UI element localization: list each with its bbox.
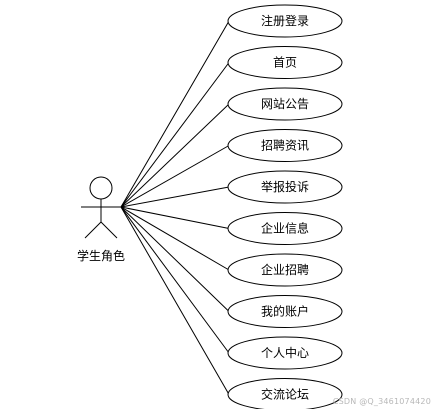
use-case-ellipse[interactable] [227, 87, 343, 121]
use-case-uc-company-recruit[interactable]: 企业招聘 [227, 253, 343, 287]
use-case-label: 网站公告 [261, 97, 309, 111]
actor-right-leg [100, 221, 118, 239]
association-line-uc-job-info [120, 145, 230, 208]
use-case-ellipse[interactable] [227, 336, 343, 370]
use-case-ellipse[interactable] [227, 46, 343, 79]
use-case-label: 注册登录 [261, 13, 309, 28]
use-case-ellipse[interactable] [227, 378, 343, 409]
actor-left-leg [84, 221, 102, 239]
association-line-uc-personal-center [120, 206, 230, 354]
use-case-label: 首页 [273, 56, 297, 70]
association-lines [120, 20, 230, 395]
use-case-uc-home[interactable]: 首页 [227, 46, 343, 79]
watermark: CSDN @Q_3461074420 [332, 397, 431, 406]
use-case-label: 举报投诉 [261, 179, 309, 194]
use-case-ellipse[interactable] [227, 253, 343, 287]
association-line-uc-company-info [120, 206, 230, 229]
use-case-uc-my-account[interactable]: 我的账户 [227, 295, 343, 328]
use-case-ellipse[interactable] [227, 295, 343, 328]
association-line-uc-forum [120, 206, 230, 395]
use-case-uc-personal-center[interactable]: 个人中心 [227, 336, 343, 370]
use-case-ellipse[interactable] [227, 170, 343, 204]
association-line-uc-my-account [120, 206, 230, 312]
use-case-uc-forum[interactable]: 交流论坛 [227, 378, 343, 409]
association-line-uc-home [120, 62, 230, 208]
use-case-ellipse[interactable] [227, 4, 343, 38]
use-case-label: 企业信息 [261, 221, 309, 236]
association-line-uc-report-complaint [120, 186, 230, 208]
use-case-uc-job-info[interactable]: 招聘资讯 [227, 129, 343, 162]
use-case-label: 我的账户 [261, 304, 309, 319]
association-line-uc-company-recruit [120, 206, 230, 271]
actor-head [89, 176, 113, 200]
use-case-ellipse[interactable] [227, 212, 343, 245]
use-case-label: 交流论坛 [261, 387, 309, 402]
association-line-uc-register-login [120, 20, 230, 208]
use-case-uc-announcements[interactable]: 网站公告 [227, 87, 343, 121]
association-line-uc-announcements [120, 103, 230, 208]
use-case-label: 个人中心 [261, 345, 309, 360]
actor-label: 学生角色 [77, 248, 125, 263]
use-case-label: 招聘资讯 [261, 139, 309, 153]
use-case-uc-register-login[interactable]: 注册登录 [227, 4, 343, 38]
use-case-uc-report-complaint[interactable]: 举报投诉 [227, 170, 343, 204]
use-case-ellipse[interactable] [227, 129, 343, 162]
use-case-uc-company-info[interactable]: 企业信息 [227, 212, 343, 245]
actor-student: 学生角色 [77, 176, 125, 263]
use-case-label: 企业招聘 [261, 262, 309, 277]
